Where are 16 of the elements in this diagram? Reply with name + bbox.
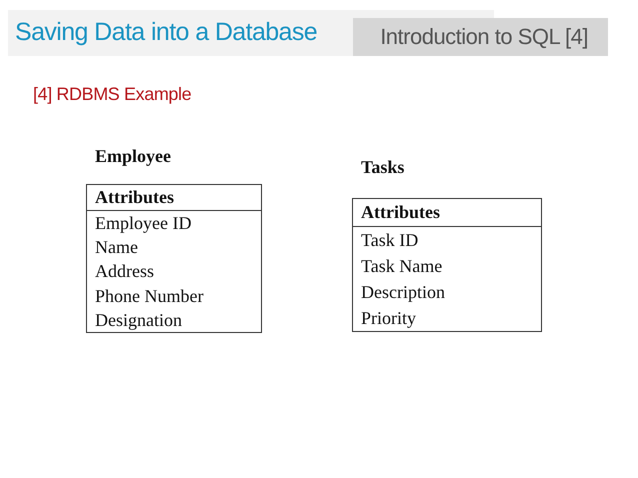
attribute-name: Phone Number	[94, 284, 204, 308]
table-title: Employee	[95, 146, 171, 167]
section-label: Introduction to SQL [4]	[353, 18, 608, 56]
attribute-name: Address	[94, 260, 155, 284]
slide-title: Saving Data into a Database	[15, 18, 318, 47]
attribute-name: Task ID	[360, 229, 420, 252]
attribute-name: Name	[94, 236, 139, 260]
table-title: Tasks	[361, 157, 404, 178]
attribute-name: Designation	[94, 308, 183, 332]
attribute-name: Description	[360, 281, 446, 304]
table-header: Attributes	[87, 185, 261, 211]
attribute-name: Priority	[360, 307, 418, 330]
attribute-name: Task Name	[360, 255, 444, 278]
attribute-name: Employee ID	[94, 212, 192, 235]
section-subtitle: [4] RDBMS Example	[33, 84, 192, 105]
table-header: Attributes	[353, 199, 541, 227]
